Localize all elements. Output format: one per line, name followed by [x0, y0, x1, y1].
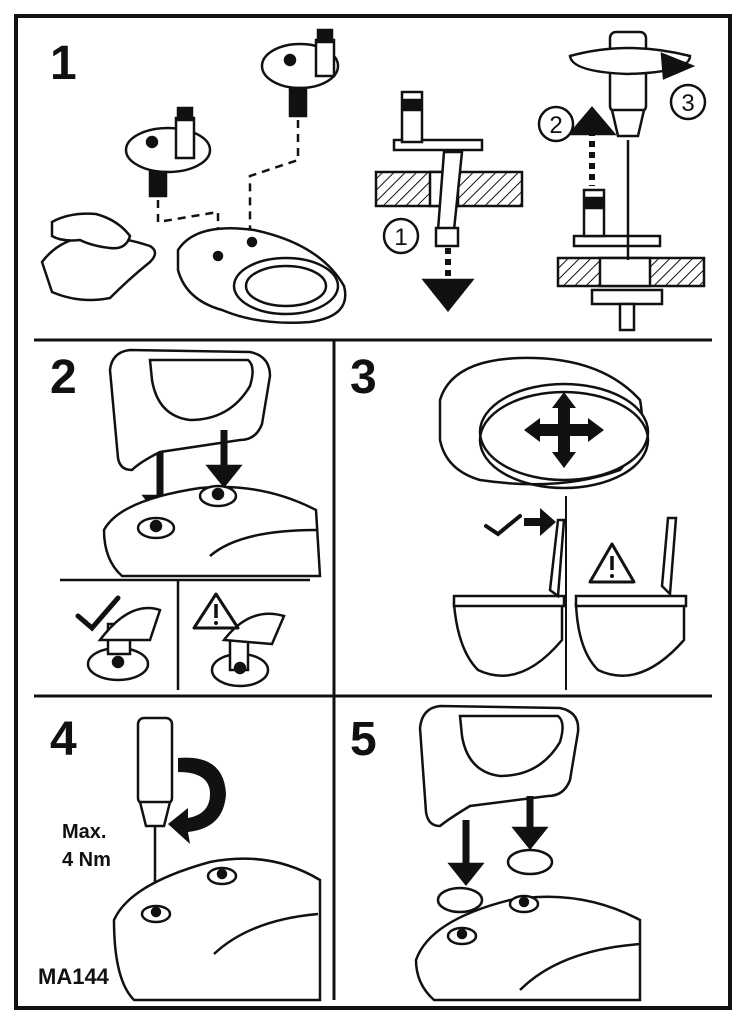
callout-circle-2 [537, 105, 575, 143]
torque-spec: Max. 4 Nm [62, 818, 111, 874]
step1-callouts [382, 83, 707, 255]
step-number-4: 4 [50, 713, 77, 766]
callout-label-3: 3 [681, 90, 694, 117]
torque-line-2: 4 Nm [62, 849, 111, 871]
toilet-rim-step2 [102, 485, 322, 578]
callout-circle-3 [669, 83, 707, 121]
step4-illustration [112, 716, 322, 1002]
push-arrow-step3 [524, 508, 556, 536]
toilet-rim-step4 [112, 857, 322, 1002]
outer-frame [14, 14, 732, 1010]
check-mark-icon-step3 [484, 514, 522, 537]
toilet-rim-step5 [414, 895, 642, 1002]
callout-circle-1 [382, 217, 420, 255]
step5-illustration [414, 704, 642, 1002]
warning-triangle-icon-step3 [588, 542, 636, 584]
hand [50, 212, 132, 250]
document-code: MA144 [38, 964, 109, 989]
step-number-3: 3 [350, 351, 377, 404]
step-number-1: 1 [50, 37, 77, 90]
step1-illustration [40, 28, 706, 332]
callout-label-2: 2 [549, 112, 562, 139]
torque-line-1: Max. [62, 821, 107, 843]
four-way-arrow-icon [524, 392, 604, 468]
step3-illustration [438, 356, 650, 490]
pull-arrow-head [421, 278, 475, 313]
step-number-5: 5 [350, 713, 377, 766]
check-mark-icon [75, 595, 121, 632]
hinge-plate-left [124, 126, 212, 174]
screwdriver-handle-step4 [136, 716, 174, 806]
callout-label-1: 1 [394, 224, 407, 251]
warning-triangle-icon [192, 592, 240, 630]
step3-details [452, 496, 688, 690]
rotate-arrow-icon [168, 757, 226, 844]
step2-illustration [60, 348, 322, 690]
step-number-2: 2 [50, 351, 77, 404]
lift-arrow-head [567, 106, 617, 136]
